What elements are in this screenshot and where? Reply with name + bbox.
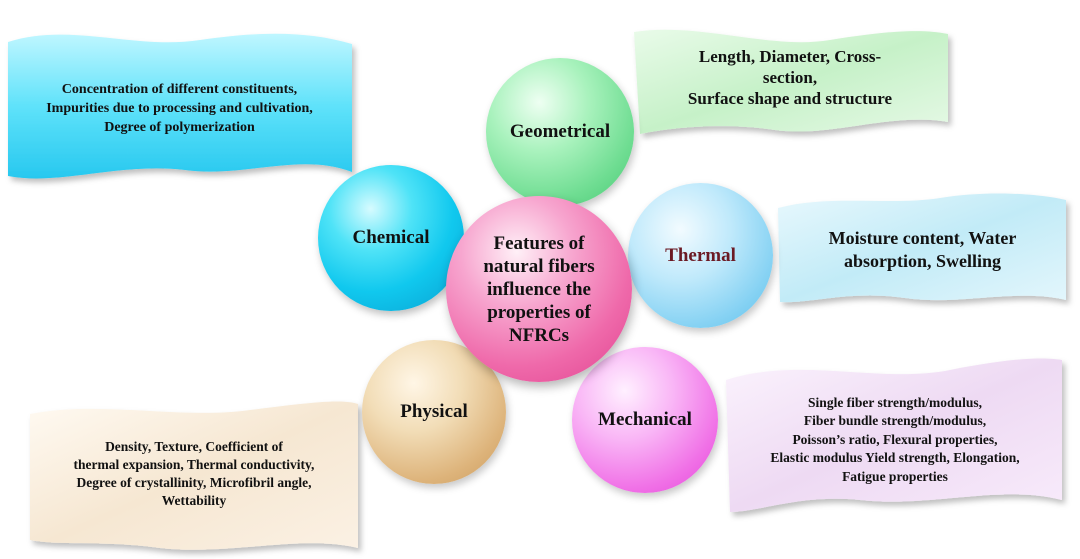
mechanical-banner-line: Poisson’s ratio, Flexural properties, (792, 431, 998, 447)
center-node-line: NFRCs (508, 324, 570, 346)
thermal-banner-line: Moisture content, Water (828, 228, 1017, 248)
physical-banner-line: thermal expansion, Thermal conductivity, (73, 457, 315, 472)
chemical-node: Chemical (318, 165, 464, 311)
thermal-banner (778, 193, 1066, 303)
physical-node: Physical (362, 340, 506, 484)
mechanical-banner-line: Fatigue properties (842, 468, 948, 484)
chemical-banner-line: Impurities due to processing and cultiva… (46, 100, 313, 116)
thermal-node-label: Thermal (665, 244, 736, 266)
mechanical-banner (726, 358, 1062, 512)
mechanical-banner-line: Single fiber strength/modulus, (808, 394, 982, 410)
mechanical-banner-line: Elastic modulus Yield strength, Elongati… (770, 450, 1020, 466)
chemical-banner (8, 33, 352, 179)
mechanical-node: Mechanical (572, 347, 718, 493)
geometrical-node: Geometrical (486, 58, 634, 206)
center-node-text: Features of natural fibers influence the… (483, 232, 594, 347)
mechanical-node-label: Mechanical (598, 409, 692, 430)
thermal-node: Thermal (628, 183, 773, 328)
physical-banner (30, 401, 358, 550)
geometrical-node-label: Geometrical (509, 121, 611, 142)
chemical-banner-line: Degree of polymerization (104, 119, 255, 135)
physical-banner-line: Degree of crystallinity, Microfibril ang… (76, 475, 312, 490)
geometrical-banner (634, 29, 948, 135)
mechanical-banner-line: Fiber bundle strength/modulus, (803, 413, 987, 429)
geometrical-banner-line: Surface shape and structure (687, 88, 893, 108)
center-node-line: influence the (487, 278, 591, 300)
center-node-line: natural fibers (483, 255, 595, 277)
center-node-line: Features of (493, 232, 585, 254)
geometrical-banner-line: section, (762, 67, 818, 87)
physical-banner-line: Wettability (161, 493, 227, 508)
mechanical-banner-text: Single fiber strength/modulus, Fiber bun… (732, 384, 1058, 496)
thermal-banner-line: absorption, Swelling (843, 251, 1002, 271)
geometrical-banner-text: Length, Diameter, Cross- section, Surfac… (640, 36, 940, 118)
geometrical-banner-line: Length, Diameter, Cross- (698, 46, 882, 66)
physical-banner-line: Density, Texture, Coefficient of (105, 439, 283, 454)
center-node-line: properties of (487, 301, 591, 323)
thermal-banner-text: Moisture content, Water absorption, Swel… (785, 212, 1060, 288)
chemical-node-label: Chemical (352, 227, 430, 248)
physical-banner-text: Density, Texture, Coefficient of thermal… (34, 422, 354, 526)
chemical-banner-text: Concentration of different constituents,… (12, 70, 347, 146)
physical-node-label: Physical (400, 401, 468, 422)
center-node: Features of natural fibers influence the… (446, 196, 632, 382)
chemical-banner-line: Concentration of different constituents, (61, 81, 298, 97)
